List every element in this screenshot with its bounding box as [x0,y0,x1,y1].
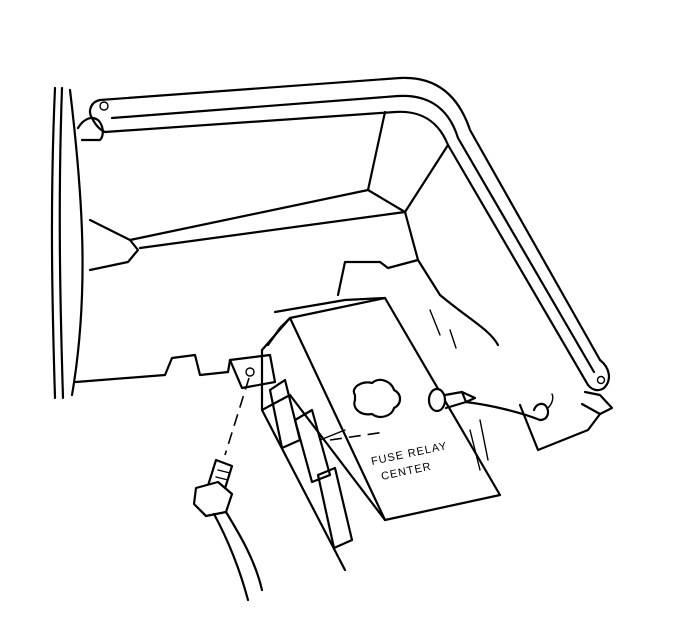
kick-panel [74,110,602,452]
push-pin-retainer [427,387,554,422]
weatherstrip-seal [76,76,614,416]
fuse-relay-center-box [226,296,502,572]
ground-bolt [192,377,264,602]
wing-nut [352,378,402,418]
door-edge-curves [50,86,84,400]
background-detail-lines [429,309,489,471]
